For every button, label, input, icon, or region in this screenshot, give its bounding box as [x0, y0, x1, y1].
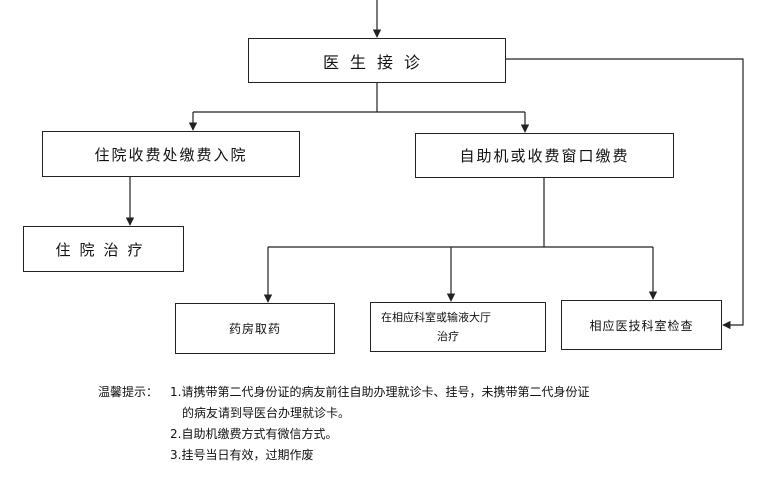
- note-item-1-line-1: 1.请携带第二代身份证的病友前往自助办理就诊卡、挂号，未携带第二代身份证: [170, 385, 590, 399]
- node-medical-exam-label: 相应医技科室检查: [589, 318, 694, 333]
- node-medical-exam: 相应医技科室检查: [561, 300, 722, 350]
- node-pharmacy: 药房取药: [175, 303, 335, 354]
- node-inpatient-payment-label: 住院收费处缴费入院: [94, 145, 248, 164]
- note-item-3: 3.挂号当日有效，过期作废: [170, 448, 314, 462]
- note-item-2: 2.自助机缴费方式有微信方式。: [170, 427, 338, 441]
- node-inpatient-treatment: 住院治疗: [23, 226, 184, 272]
- node-doctor-consultation: 医生接诊: [248, 38, 506, 83]
- node-inpatient-payment: 住院收费处缴费入院: [42, 131, 300, 177]
- node-self-service-payment: 自助机或收费窗口缴费: [415, 133, 674, 178]
- node-department-treatment: 在相应科室或输液大厅 治疗: [370, 302, 546, 352]
- node-self-service-payment-label: 自助机或收费窗口缴费: [459, 147, 630, 165]
- note-item-1-line-2: 的病友请到导医台办理就诊卡。: [182, 406, 351, 420]
- node-inpatient-treatment-label: 住院治疗: [55, 240, 152, 259]
- node-pharmacy-label: 药房取药: [228, 322, 281, 336]
- arrow-doctor-to-exam: [506, 58, 744, 330]
- node-department-treatment-line1: 在相应科室或输液大厅: [381, 311, 491, 324]
- node-department-treatment-line2: 治疗: [437, 330, 459, 343]
- note-prefix: 温馨提示：: [98, 385, 159, 399]
- node-doctor-label: 医生接诊: [322, 52, 431, 72]
